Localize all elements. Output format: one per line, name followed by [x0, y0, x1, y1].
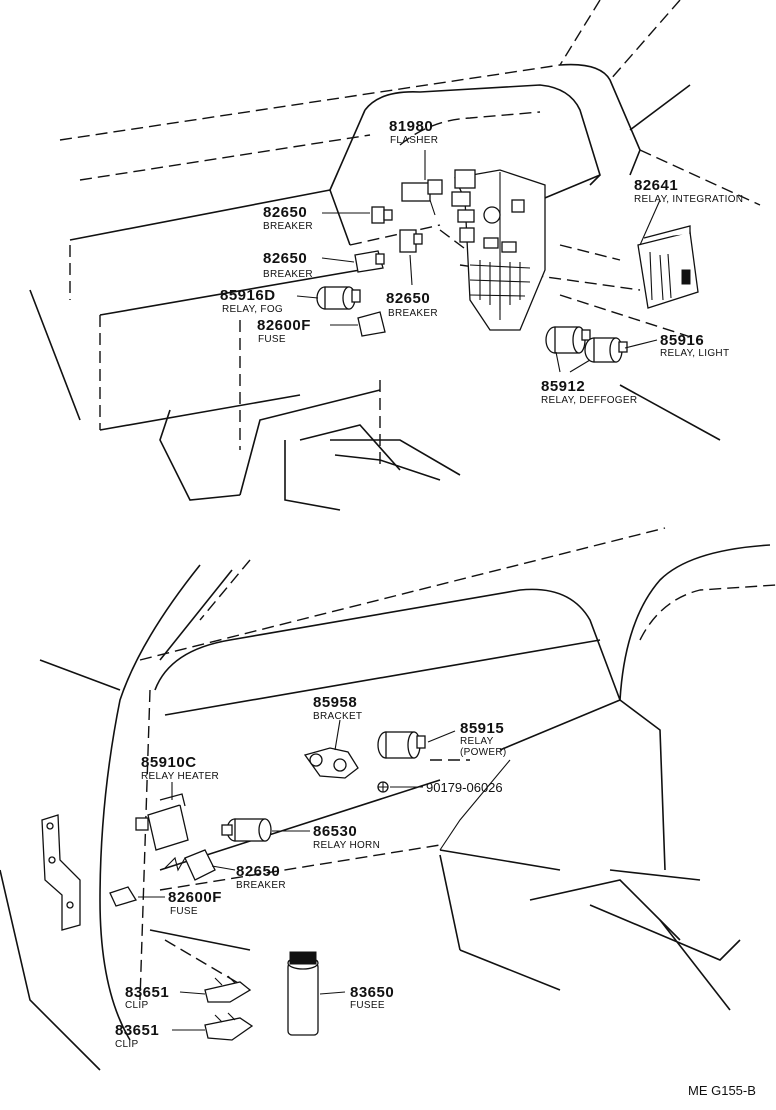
junction-block	[451, 169, 546, 331]
part-name-relay-integration: RELAY, INTEGRATION	[634, 194, 743, 205]
bracket-85958-part	[303, 747, 359, 779]
relay-fog-85916D-part	[316, 286, 361, 310]
part-number-83650: 83650	[350, 984, 394, 1001]
screw-90179-06026-part	[377, 781, 389, 793]
clip-83651-b-part	[204, 1012, 254, 1041]
part-number-85910C: 85910C	[141, 754, 197, 771]
relay-light-85916-part	[584, 337, 628, 363]
lower-dashboard-outline	[0, 527, 776, 1071]
breaker-82650-lower-part	[164, 849, 216, 881]
part-name-breaker-c: BREAKER	[388, 308, 438, 319]
upper-leader-lines	[296, 150, 661, 373]
relay-defogger-85912-part	[545, 326, 591, 354]
part-number-85916D: 85916D	[220, 287, 276, 304]
part-number-90179-06026: 90179-06026	[426, 780, 503, 795]
breaker-82650-b-part	[354, 250, 385, 273]
part-number-83651-b: 83651	[115, 1022, 159, 1039]
fuse-82600F-lower-part	[109, 886, 137, 907]
part-number-82650-b: 82650	[263, 250, 307, 267]
breaker-82650-c-part	[399, 229, 423, 253]
lower-labels: 85958 BRACKET 85915 RELAY (POWER) 85910C…	[115, 694, 756, 1098]
part-number-82600F-lower: 82600F	[168, 889, 222, 906]
side-bracket	[41, 814, 81, 931]
part-name-relay-heater: RELAY HEATER	[141, 771, 219, 782]
upper-dashboard-outline	[29, 0, 761, 511]
part-name-breaker-b: BREAKER	[263, 269, 313, 280]
part-name-fusee: FUSEE	[350, 1000, 385, 1011]
part-number-82641: 82641	[634, 177, 678, 194]
part-number-83651-a: 83651	[125, 984, 169, 1001]
part-name-relay-light: RELAY, LIGHT	[660, 348, 729, 359]
part-number-85915: 85915	[460, 720, 504, 737]
clip-83651-a-part	[204, 975, 252, 1003]
diagram-code: ME G155-B	[688, 1083, 756, 1098]
fusee-83650-part	[287, 951, 319, 1036]
part-name-clip-a: CLIP	[125, 1000, 148, 1011]
part-number-82600F: 82600F	[257, 317, 311, 334]
part-name-breaker-a: BREAKER	[263, 221, 313, 232]
part-name-bracket: BRACKET	[313, 711, 362, 722]
part-number-85916: 85916	[660, 332, 704, 349]
relay-integration-82641-part	[637, 225, 699, 309]
flasher-81980-part	[401, 179, 443, 216]
part-name-flasher: FLASHER	[390, 135, 438, 146]
part-name-relay-horn: RELAY HORN	[313, 840, 380, 851]
part-number-85958: 85958	[313, 694, 357, 711]
part-name-clip-b: CLIP	[115, 1039, 138, 1050]
relay-heater-85910C-part	[135, 793, 189, 851]
relay-horn-86530-part	[221, 818, 272, 842]
part-name-relay-fog: RELAY, FOG	[222, 304, 283, 315]
part-number-82650-c: 82650	[386, 290, 430, 307]
fuse-82600F-part	[357, 311, 386, 337]
part-number-82650-lower: 82650	[236, 863, 280, 880]
part-name-fuse-lower: FUSE	[170, 906, 198, 917]
breaker-82650-a-part	[371, 206, 393, 224]
part-name-breaker-lower: BREAKER	[236, 880, 286, 891]
part-number-85912: 85912	[541, 378, 585, 395]
part-number-81980: 81980	[389, 118, 433, 135]
part-name-relay-power: RELAY	[460, 736, 494, 747]
part-name-fuse: FUSE	[258, 334, 286, 345]
part-number-86530: 86530	[313, 823, 357, 840]
lower-leader-lines	[138, 719, 456, 1031]
part-number-82650-a: 82650	[263, 204, 307, 221]
upper-labels: 81980 FLASHER 82650 BREAKER 82650 BREAKE…	[220, 118, 743, 406]
part-name-relay-defogger: RELAY, DEFFOGER	[541, 395, 637, 406]
relay-power-85915-part	[377, 731, 426, 759]
part-name-relay-power-2: (POWER)	[460, 747, 507, 758]
